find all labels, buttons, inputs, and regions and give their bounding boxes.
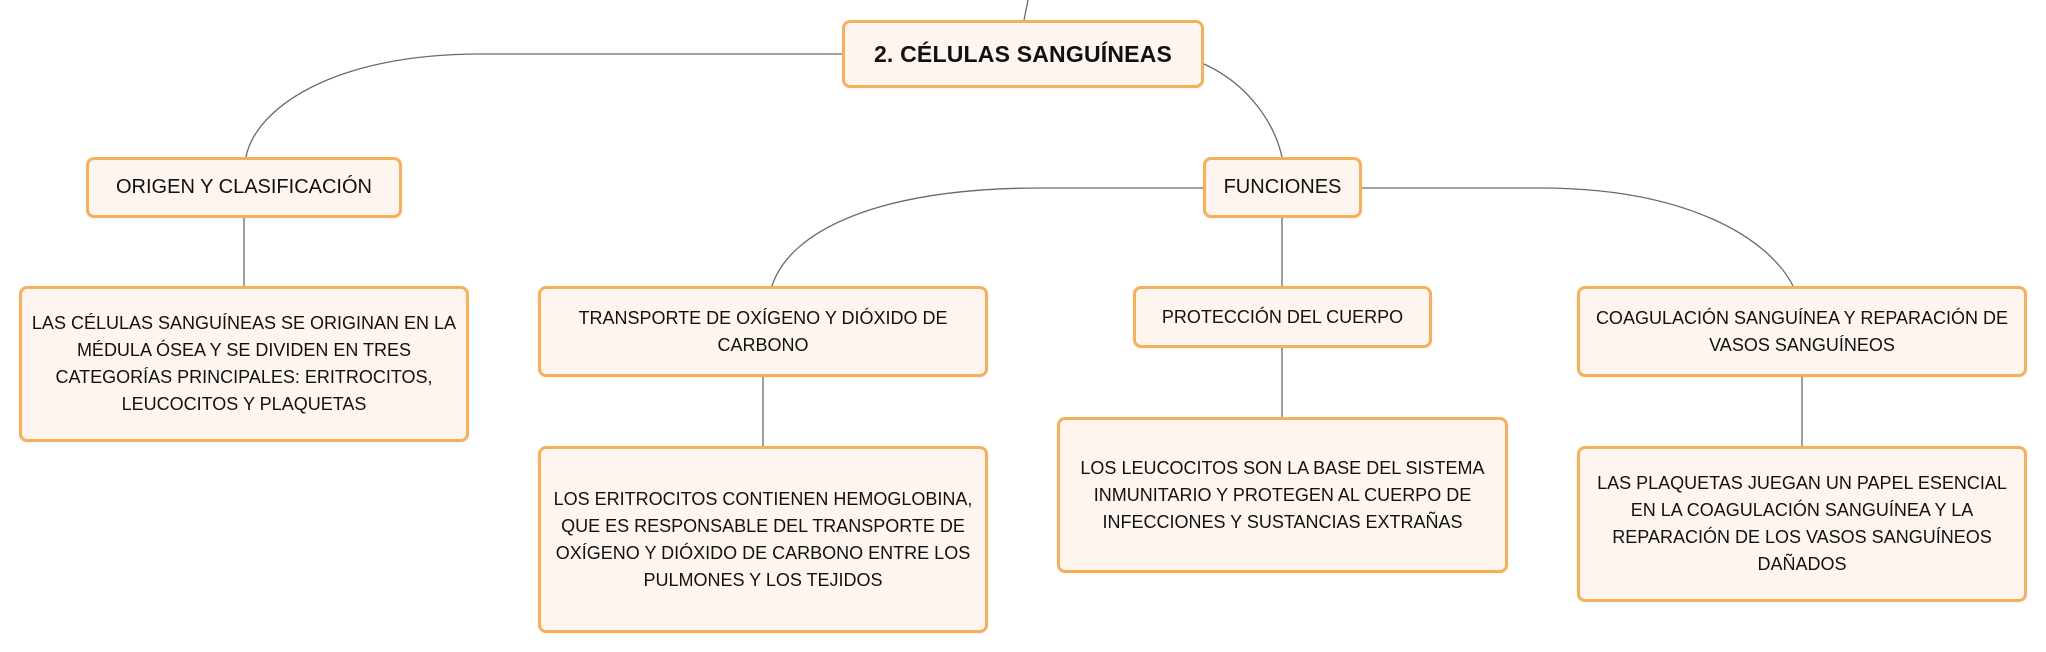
functions-node-label: FUNCIONES	[1223, 176, 1342, 198]
connector-root-to-functions	[1203, 63, 1283, 158]
transport-node[interactable]: TRANSPORTE DE OXÍGENO Y DIÓXIDO DE CARBO…	[538, 286, 988, 377]
transport-node-label: TRANSPORTE DE OXÍGENO Y DIÓXIDO DE CARBO…	[578, 307, 948, 355]
connector-root-to-origin	[245, 53, 842, 158]
protection-detail-text: LOS LEUCOCITOS SON LA BASE DEL SISTEMA I…	[1080, 457, 1485, 532]
coagulation-detail-text: LAS PLAQUETAS JUEGAN UN PAPEL ESENCIAL E…	[1597, 473, 2007, 574]
functions-node[interactable]: FUNCIONES	[1203, 157, 1362, 218]
origin-node[interactable]: ORIGEN Y CLASIFICACIÓN	[86, 157, 402, 218]
protection-detail-node[interactable]: LOS LEUCOCITOS SON LA BASE DEL SISTEMA I…	[1057, 417, 1508, 573]
origin-node-label: ORIGEN Y CLASIFICACIÓN	[116, 176, 372, 198]
transport-detail-node[interactable]: LOS ERITROCITOS CONTIENEN HEMOGLOBINA, Q…	[538, 446, 988, 633]
protection-node[interactable]: PROTECCIÓN DEL CUERPO	[1133, 286, 1432, 348]
root-node-label: 2. CÉLULAS SANGUÍNEAS	[873, 40, 1173, 67]
transport-detail-text: LOS ERITROCITOS CONTIENEN HEMOGLOBINA, Q…	[553, 488, 973, 590]
connector-functions-to-transport	[771, 187, 1203, 287]
protection-node-label: PROTECCIÓN DEL CUERPO	[1161, 306, 1404, 327]
root-node[interactable]: 2. CÉLULAS SANGUÍNEAS	[842, 20, 1204, 88]
connector-functions-to-coagulation	[1362, 187, 1794, 287]
connector-parent-to-root	[1023, 0, 1029, 21]
coagulation-node[interactable]: COAGULACIÓN SANGUÍNEA Y REPARACIÓN DE VA…	[1577, 286, 2027, 377]
origin-detail-node[interactable]: LAS CÉLULAS SANGUÍNEAS SE ORIGINAN EN LA…	[19, 286, 469, 442]
coagulation-node-label: COAGULACIÓN SANGUÍNEA Y REPARACIÓN DE VA…	[1595, 307, 2009, 355]
coagulation-detail-node[interactable]: LAS PLAQUETAS JUEGAN UN PAPEL ESENCIAL E…	[1577, 446, 2027, 602]
origin-detail-text: LAS CÉLULAS SANGUÍNEAS SE ORIGINAN EN LA…	[31, 313, 457, 414]
